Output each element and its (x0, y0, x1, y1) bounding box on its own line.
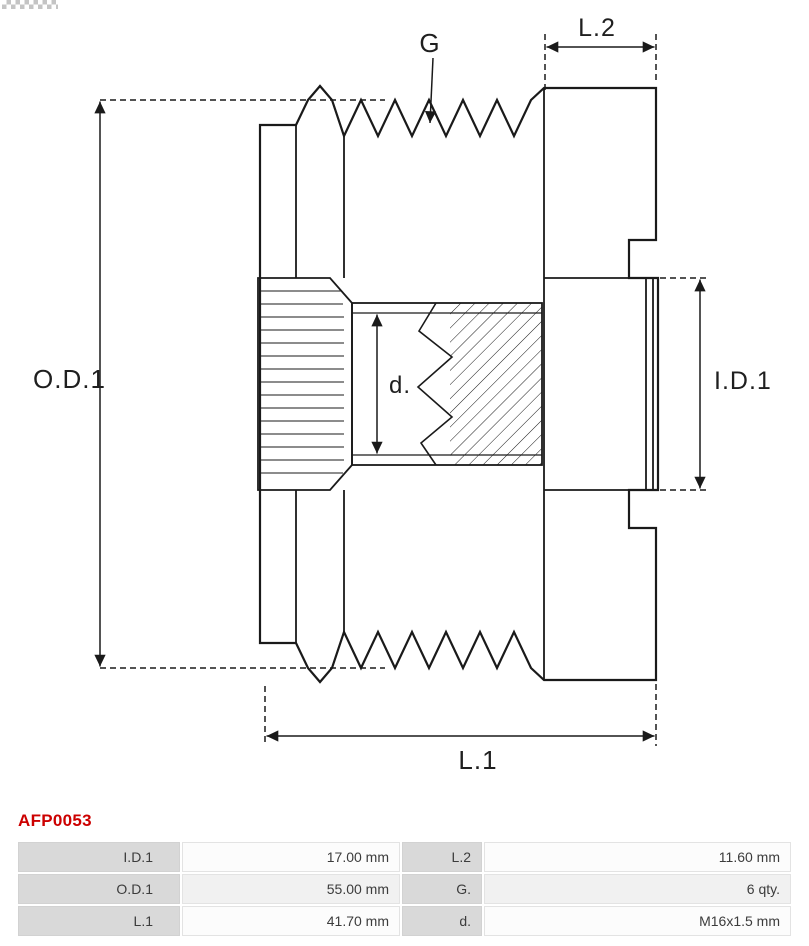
part-number: AFP0053 (18, 811, 92, 830)
spec-label-cell: G. (402, 874, 482, 904)
dim-label-od1: O.D.1 (33, 364, 106, 394)
pulley-outer-contour (258, 84, 660, 684)
pulley-body (257, 84, 660, 684)
dim-label-d: d. (389, 372, 411, 399)
dim-label-id1: I.D.1 (714, 367, 772, 395)
spec-value-cell: 6 qty. (484, 874, 791, 904)
spec-label-cell: I.D.1 (18, 842, 180, 872)
spec-label-cell: L.1 (18, 906, 180, 936)
dimension-annotations (94, 34, 710, 746)
dim-label-g: G (419, 28, 440, 58)
spec-value-cell: 17.00 mm (182, 842, 400, 872)
dimension-labels: O.D.1 G L.2 I.D.1 d. L.1 (33, 14, 772, 775)
as-pl-logo-fragment (2, 0, 58, 9)
l2-extension-lines (544, 34, 657, 92)
spec-label-cell: d. (402, 906, 482, 936)
g-leader-line (424, 57, 437, 124)
spec-value-cell: 55.00 mm (182, 874, 400, 904)
spec-value-cell: 11.60 mm (484, 842, 791, 872)
spec-label-cell: L.2 (402, 842, 482, 872)
section-hatching (450, 303, 542, 465)
spec-value-cell: M16x1.5 mm (484, 906, 791, 936)
l1-extension-lines (264, 534, 657, 746)
pulley-technical-drawing: O.D.1 G L.2 I.D.1 d. L.1 (33, 14, 772, 775)
dim-label-l1: L.1 (458, 745, 497, 775)
id1-extension-lines (660, 277, 710, 491)
specifications-table: I.D.1 17.00 mm L.2 11.60 mm O.D.1 55.00 … (18, 842, 791, 936)
od1-extension-lines (100, 99, 385, 669)
pulley-inner-edges (295, 88, 654, 680)
thread-profile-zigzag (416, 302, 454, 466)
spec-value-cell: 41.70 mm (182, 906, 400, 936)
hub-spline-block (257, 277, 353, 491)
hub-spline-lines (259, 290, 344, 474)
spec-label-cell: O.D.1 (18, 874, 180, 904)
dim-label-l2: L.2 (578, 14, 616, 42)
